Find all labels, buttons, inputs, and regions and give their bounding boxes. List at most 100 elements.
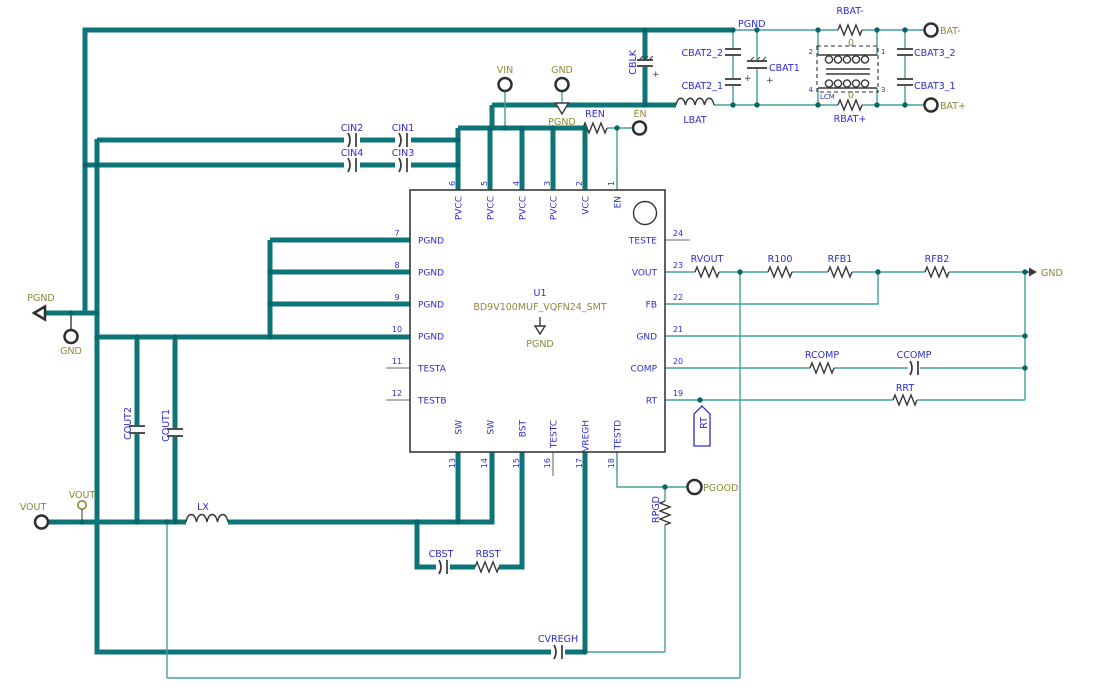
ic-pin-name-FB-22: FB: [646, 301, 657, 311]
ic-pin-number-22: 22: [673, 293, 683, 302]
cin1-capacitor: [398, 132, 408, 148]
cout1-capacitor: [167, 428, 183, 437]
vin-terminal[interactable]: [497, 76, 513, 93]
vout-probe[interactable]: [77, 499, 88, 522]
gnd-left-terminal[interactable]: [63, 328, 79, 345]
junction-dot: [267, 334, 273, 340]
ic-pin-name-TESTE-24: TESTE: [628, 237, 657, 247]
rbst-resistor: [474, 560, 500, 574]
junction-dot: [730, 27, 736, 33]
ic-pin-number-18: 18: [607, 458, 616, 468]
capacitor-symbols-horizontal[interactable]: [347, 132, 919, 660]
en-terminal[interactable]: [631, 120, 648, 136]
pgnd-net-label: PGND: [738, 19, 766, 30]
ic-pin-name-RT-19: RT: [646, 397, 658, 407]
cin4-label: CIN4: [341, 148, 364, 159]
ic-pin-number-21: 21: [673, 325, 683, 334]
junction-dot: [164, 519, 170, 525]
rrt-resistor: [892, 393, 918, 407]
ic-pin-name-TESTC-16: TESTC: [550, 420, 560, 449]
cout2-capacitor: [129, 425, 145, 434]
cvregh-capacitor: [553, 644, 563, 660]
cbat3_2-label: CBAT3_2: [914, 48, 956, 59]
junction-dot: [172, 334, 178, 340]
lbat-label: LBAT: [683, 115, 707, 126]
ic-pin-number-23: 23: [673, 261, 683, 270]
ic-pin-number-24: 24: [673, 229, 683, 238]
cblk-plus: +: [652, 70, 660, 80]
ic-pin-name-BST-15: BST: [519, 420, 529, 438]
bat-minus-terminal[interactable]: [923, 22, 939, 38]
junction-dot: [582, 649, 588, 655]
junction-dot: [94, 310, 100, 316]
cin1-label: CIN1: [392, 123, 415, 134]
junction-dot: [94, 334, 100, 340]
ic-pin-name-PGND-7: PGND: [418, 237, 444, 247]
ic-part-number: BD9V100MUF_VQFN24_SMT: [473, 302, 606, 313]
vout-probe-label: VOUT: [69, 490, 96, 501]
rt-net-flag[interactable]: [693, 405, 711, 447]
lcm-label: LCM: [820, 93, 835, 101]
junction-dot: [172, 519, 178, 525]
pgood-terminal[interactable]: [686, 478, 703, 496]
gnd-top-terminal[interactable]: [554, 76, 570, 93]
junction-dot: [1022, 269, 1028, 275]
junction-dot: [902, 102, 908, 108]
junction-dot: [730, 102, 736, 108]
junction-dot: [815, 102, 821, 108]
rcomp-resistor: [809, 361, 835, 375]
junction-dot: [414, 519, 420, 525]
junction-dot: [614, 125, 620, 131]
inductor-symbols[interactable]: [185, 97, 715, 523]
ic-pin-number-5: 5: [480, 181, 489, 186]
junction-dot: [455, 519, 461, 525]
junction-dot: [550, 125, 556, 131]
junction-dot: [68, 310, 74, 316]
ic-pin-number-1: 1: [607, 181, 616, 186]
lcm-core: [826, 68, 870, 75]
cbat3_2-capacitor: [897, 48, 913, 56]
cout2-label: COUT2: [123, 407, 134, 440]
ic-pin-name-PVCC-4: PVCC: [519, 196, 529, 220]
ic-pin-name-TESTD-18: TESTD: [614, 420, 624, 450]
junction-dot: [94, 162, 100, 168]
en-port-label: EN: [633, 109, 646, 120]
rfb1-resistor: [827, 265, 853, 279]
lbat-inductor: [675, 97, 715, 106]
terminals[interactable]: [31, 22, 1037, 530]
ic-pin-number-11: 11: [392, 357, 402, 366]
pgnd-left-arrow-terminal[interactable]: [31, 304, 47, 322]
pgnd-port-arrow-icon: [554, 102, 570, 116]
junction-dot: [642, 27, 648, 33]
labels: VIN GND PGND EN PGND GND VOUT VOUT PGOOD…: [20, 6, 1063, 645]
junction-dot: [754, 102, 760, 108]
junction-dots: [68, 27, 1028, 655]
ic-refdes: U1: [534, 288, 547, 299]
cbst-capacitor: [438, 559, 448, 575]
ic-u1[interactable]: U1 BD9V100MUF_VQFN24_SMT PGND 6PVCC5PVCC…: [392, 181, 683, 468]
rfb2-resistor: [924, 265, 950, 279]
ic-pin-number-20: 20: [673, 357, 683, 366]
cbat3_1-capacitor: [897, 78, 913, 86]
cbat1-hatch: [749, 56, 767, 62]
ic-pin-number-15: 15: [512, 458, 521, 468]
ccomp-label: CCOMP: [897, 350, 932, 361]
junction-dot: [1022, 365, 1028, 371]
cbat2_1-plus: +: [744, 74, 752, 84]
lcm-pin-br: 3: [881, 86, 885, 94]
vout-terminal[interactable]: [33, 514, 50, 530]
bat-plus-terminal[interactable]: [923, 97, 939, 113]
cin4-capacitor: [347, 157, 357, 173]
ic-body[interactable]: [409, 189, 666, 453]
pgood-label: PGOOD: [703, 483, 738, 494]
capacitor-symbols-vertical[interactable]: [129, 48, 913, 437]
ic-pin-number-19: 19: [673, 389, 683, 398]
ccomp-capacitor: [909, 360, 919, 376]
ic-pin-name-PGND-9: PGND: [418, 301, 444, 311]
resistor-symbols[interactable]: [474, 23, 950, 574]
lcm-choke[interactable]: [816, 45, 879, 93]
ic-pin-name-GND-21: GND: [636, 333, 657, 343]
rpgd-label: RPGD: [651, 496, 662, 523]
junction-dot: [697, 397, 703, 403]
